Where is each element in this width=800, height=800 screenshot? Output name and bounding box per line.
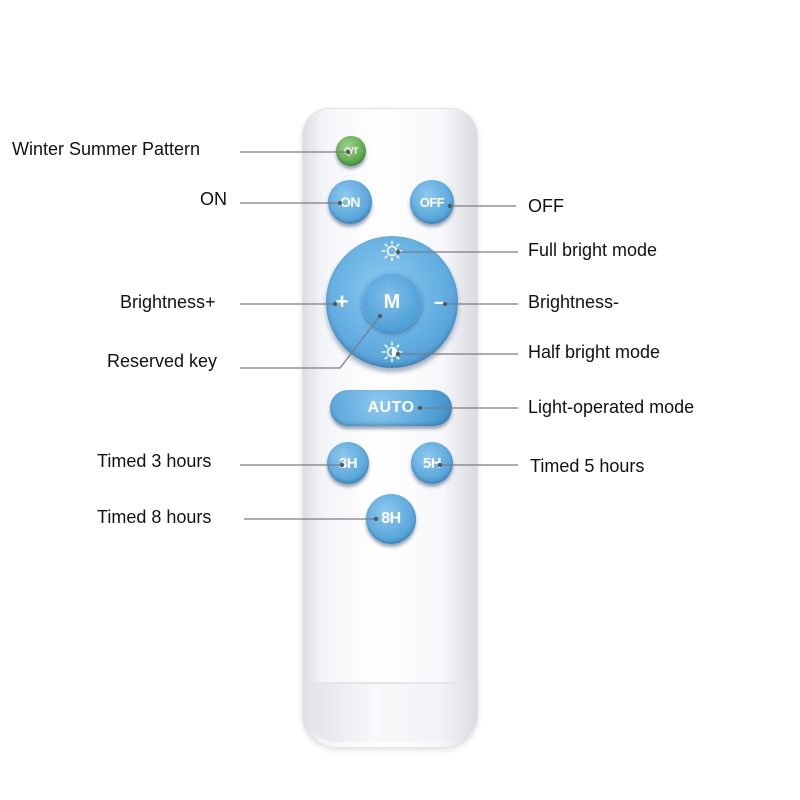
remote-seam [306, 682, 474, 684]
on-button[interactable]: ON [328, 180, 372, 224]
timer-8h-label: 8H [381, 510, 401, 527]
timer-5h-label: 5H [422, 454, 442, 472]
label-on: ON [200, 189, 227, 209]
label-winter-summer: Winter Summer Pattern [12, 139, 201, 159]
mode-button-label: M [383, 290, 401, 313]
label-timed-8: Timed 8 hours [97, 507, 212, 527]
label-brightness-plus: Brightness+ [120, 292, 216, 312]
leader-reserved [240, 315, 381, 369]
brightness-plus-button[interactable]: + [330, 288, 354, 316]
mode-button[interactable]: M [362, 272, 422, 332]
auto-button-label: AUTO [367, 399, 415, 416]
brightness-minus-button[interactable]: – [428, 288, 452, 316]
half-bright-button[interactable] [378, 339, 406, 365]
label-timed-3: Timed 3 hours [97, 451, 212, 471]
label-full-bright: Full bright mode [528, 240, 658, 260]
brightness-minus-symbol: – [433, 289, 447, 314]
remote-battery-cover [306, 684, 474, 742]
winter-summer-button-label: Q/T [343, 146, 359, 156]
label-off: OFF [528, 196, 564, 216]
label-brightness-minus: Brightness- [528, 292, 620, 312]
label-light-operated: Light-operated mode [528, 397, 695, 417]
brightness-plus-symbol: + [335, 289, 349, 314]
timer-3h-button[interactable]: 3H [327, 442, 369, 484]
label-reserved: Reserved key [107, 351, 218, 371]
sun-half-icon [381, 341, 403, 363]
timer-5h-button[interactable]: 5H [411, 442, 453, 484]
off-button-label: OFF [419, 194, 445, 210]
label-half-bright: Half bright mode [528, 342, 661, 362]
winter-summer-button[interactable]: Q/T [336, 136, 366, 166]
label-timed-5: Timed 5 hours [530, 456, 645, 476]
off-button[interactable]: OFF [410, 180, 454, 224]
timer-3h-label: 3H [338, 454, 358, 472]
on-button-label: ON [340, 194, 361, 210]
